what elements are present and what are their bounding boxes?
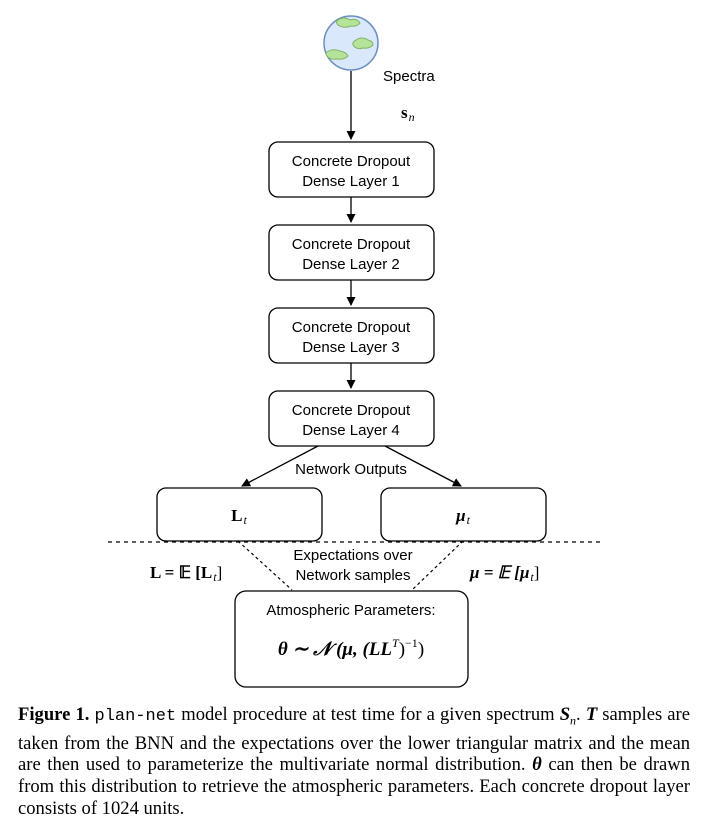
svg-text:μt: μt bbox=[455, 506, 470, 527]
dashed-connector-right bbox=[411, 540, 464, 591]
input-symbol: sn bbox=[401, 103, 415, 124]
planet-icon bbox=[323, 15, 379, 71]
dense-layer-4: Concrete Dropout Dense Layer 4 bbox=[268, 390, 435, 447]
model-diagram: Spectra sn Concrete Dropout Dense Layer … bbox=[108, 15, 600, 688]
figure-caption: Figure 1. plan-net model procedure at te… bbox=[18, 704, 690, 819]
output-l-box: Lt bbox=[156, 487, 323, 542]
expectations-line-2: Network samples bbox=[295, 567, 410, 584]
svg-text:Dense Layer 4: Dense Layer 4 bbox=[302, 422, 400, 439]
svg-text:Concrete Dropout: Concrete Dropout bbox=[292, 236, 411, 253]
arrow-to-mu bbox=[384, 445, 462, 487]
dense-layer-2: Concrete Dropout Dense Layer 2 bbox=[268, 224, 435, 281]
svg-text:Concrete Dropout: Concrete Dropout bbox=[292, 319, 411, 336]
dense-layer-1: Concrete Dropout Dense Layer 1 bbox=[268, 141, 435, 198]
svg-text:Dense Layer 3: Dense Layer 3 bbox=[302, 339, 400, 356]
result-title: Atmospheric Parameters: bbox=[266, 602, 435, 619]
svg-text:Dense Layer 2: Dense Layer 2 bbox=[302, 256, 400, 273]
dashed-connector-left bbox=[237, 540, 293, 591]
result-formula: θ ∼ 𝒩 (μ, (LLT)−1) bbox=[278, 636, 424, 660]
caption-label: Figure 1. bbox=[18, 704, 90, 725]
spectra-label: Spectra bbox=[383, 68, 435, 85]
dense-layer-3: Concrete Dropout Dense Layer 3 bbox=[268, 307, 435, 364]
expectations-line-1: Expectations over bbox=[293, 547, 412, 564]
svg-text:Lt: Lt bbox=[231, 506, 247, 527]
caption-code: plan-net bbox=[94, 707, 177, 726]
svg-text:Concrete Dropout: Concrete Dropout bbox=[292, 153, 411, 170]
network-outputs-label: Network Outputs bbox=[295, 461, 407, 478]
equation-mu: μ = 𝔼 [μt] bbox=[469, 563, 539, 584]
arrow-to-l bbox=[241, 445, 319, 487]
equation-l: L = 𝔼 [Lt] bbox=[150, 563, 222, 584]
atmospheric-parameters-box: Atmospheric Parameters: θ ∼ 𝒩 (μ, (LLT)−… bbox=[234, 590, 469, 688]
svg-text:Concrete Dropout: Concrete Dropout bbox=[292, 402, 411, 419]
svg-text:Dense Layer 1: Dense Layer 1 bbox=[302, 173, 400, 190]
output-mu-box: μt bbox=[380, 487, 547, 542]
